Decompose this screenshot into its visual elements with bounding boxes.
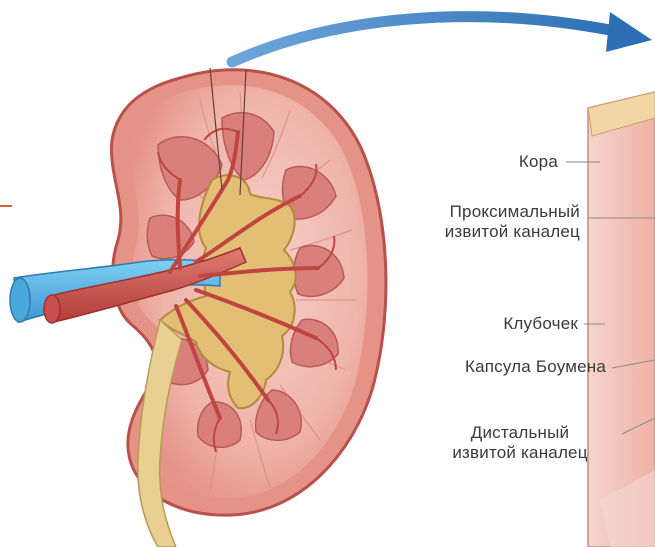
zoom-arrow-icon [232,12,652,62]
label-cortex: Кора [470,152,558,171]
label-bowman-capsule: Капсула Боумена [380,357,606,376]
label-distal-line2: извитой каналец [420,443,620,462]
edge-marker [0,205,12,207]
cortex-section-panel [588,92,655,547]
label-proximal-line1: Проксимальный [380,202,580,221]
label-glomerulus: Клубочек [440,314,578,333]
label-distal-line1: Дистальный [420,423,620,442]
label-proximal-line2: извитой каналец [380,222,580,241]
kidney-illustration [10,68,386,547]
